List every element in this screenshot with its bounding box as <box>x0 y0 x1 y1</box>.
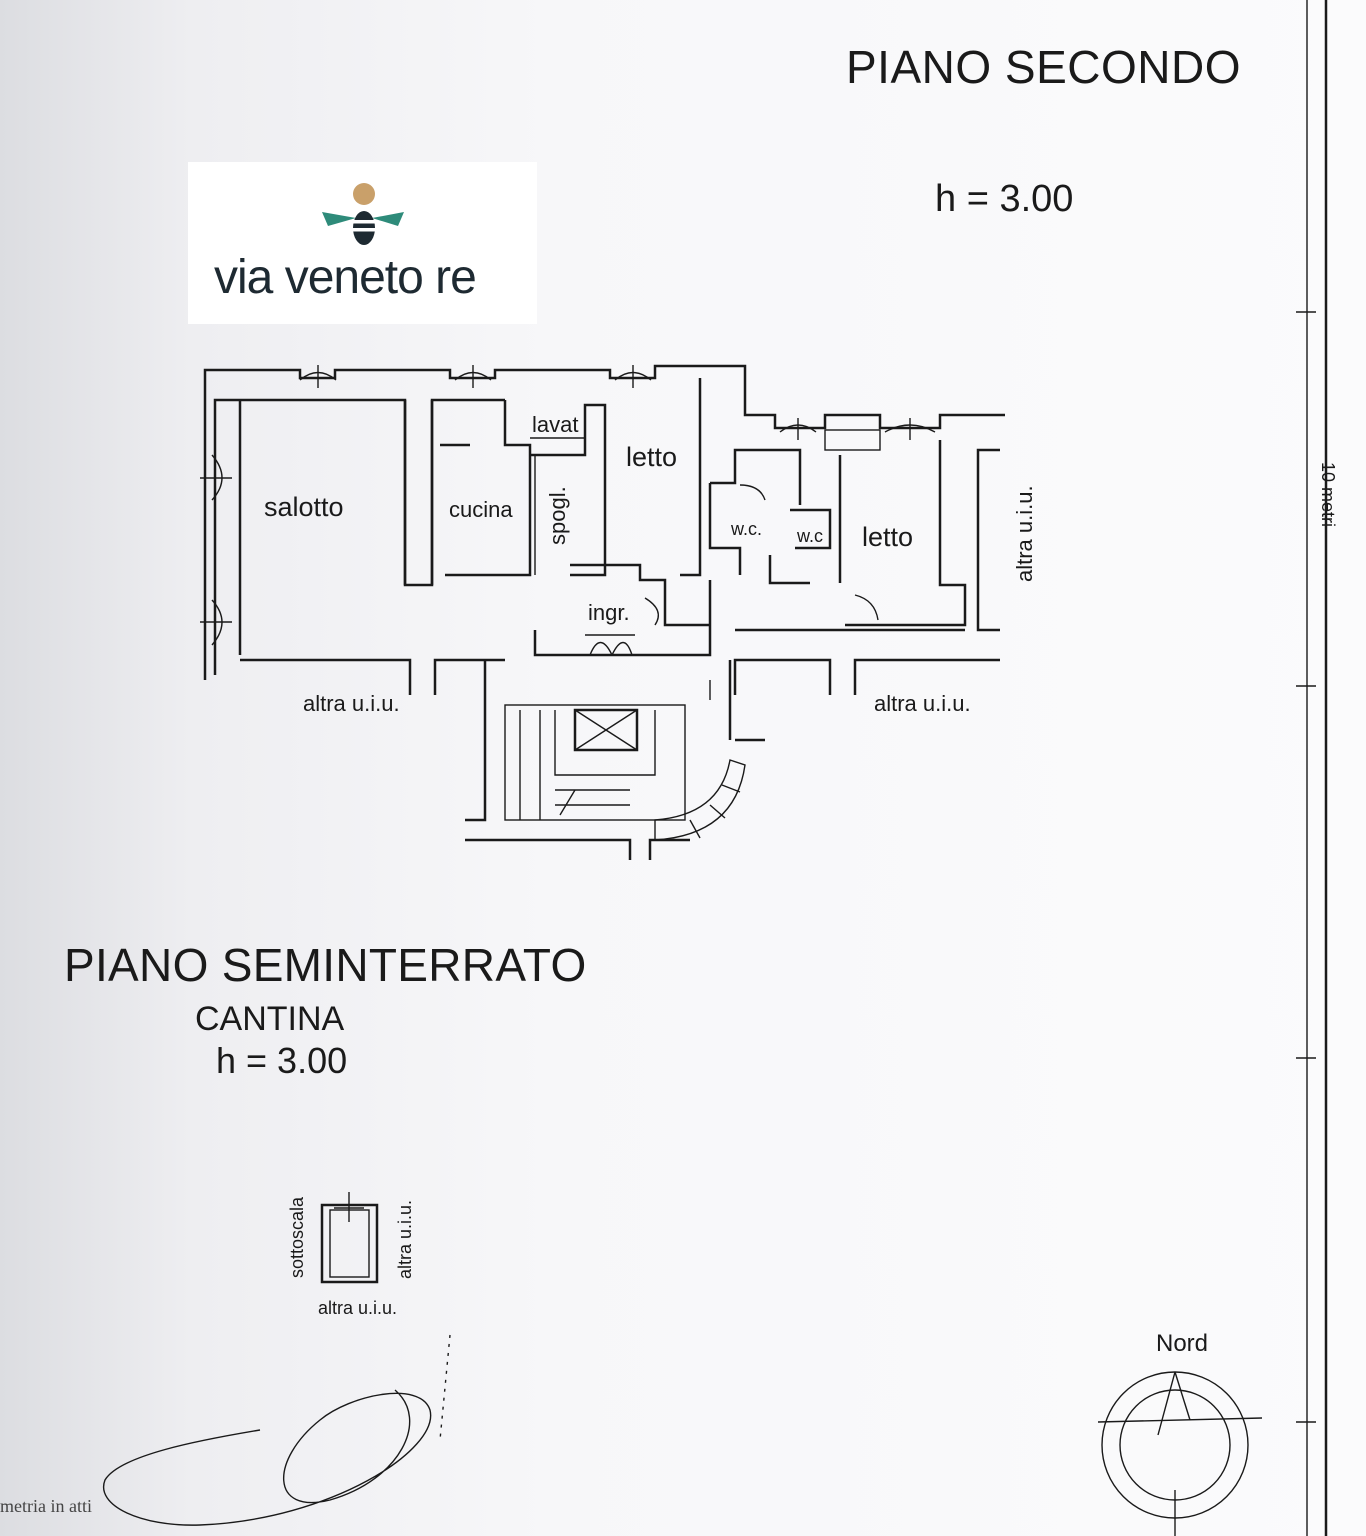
basement-room: CANTINA <box>195 1000 345 1038</box>
signature-scribble <box>102 1389 432 1526</box>
room-ingr: ingr. <box>588 600 630 625</box>
basement-plan <box>320 1192 379 1284</box>
scale-bar <box>1296 0 1328 1536</box>
basement-neighbor-bottom: altra u.i.u. <box>318 1298 397 1318</box>
room-salotto: salotto <box>264 492 344 522</box>
plan-walls <box>200 364 1005 860</box>
neighbor-left: altra u.i.u. <box>303 691 400 716</box>
room-cucina: cucina <box>449 497 513 522</box>
logo: via veneto re <box>188 162 537 324</box>
second-floor-title: PIANO SECONDO <box>846 41 1242 93</box>
room-wc-2: w.c <box>796 526 823 546</box>
archive-note: metria in atti <box>0 1496 92 1516</box>
basement-height: h = 3.00 <box>216 1040 348 1081</box>
basement-neighbor-right: altra u.i.u. <box>395 1200 415 1279</box>
room-lavat: lavat <box>532 412 578 437</box>
room-letto-2: letto <box>862 522 913 552</box>
bee-icon <box>322 183 404 245</box>
scale-label: 10 metri <box>1318 462 1338 527</box>
compass-icon <box>1097 1371 1263 1536</box>
basement-title: PIANO SEMINTERRATO <box>64 939 587 991</box>
logo-text: via veneto re <box>214 251 477 304</box>
room-letto-1: letto <box>626 442 677 472</box>
basement-sottoscala: sottoscala <box>287 1196 307 1278</box>
room-spogl: spogl. <box>545 486 570 545</box>
neighbor-right: altra u.i.u. <box>1012 485 1037 582</box>
second-floor-height: h = 3.00 <box>935 178 1074 220</box>
neighbor-middle: altra u.i.u. <box>874 691 971 716</box>
room-wc-1: w.c. <box>730 519 762 539</box>
compass-label: Nord <box>1156 1330 1209 1357</box>
